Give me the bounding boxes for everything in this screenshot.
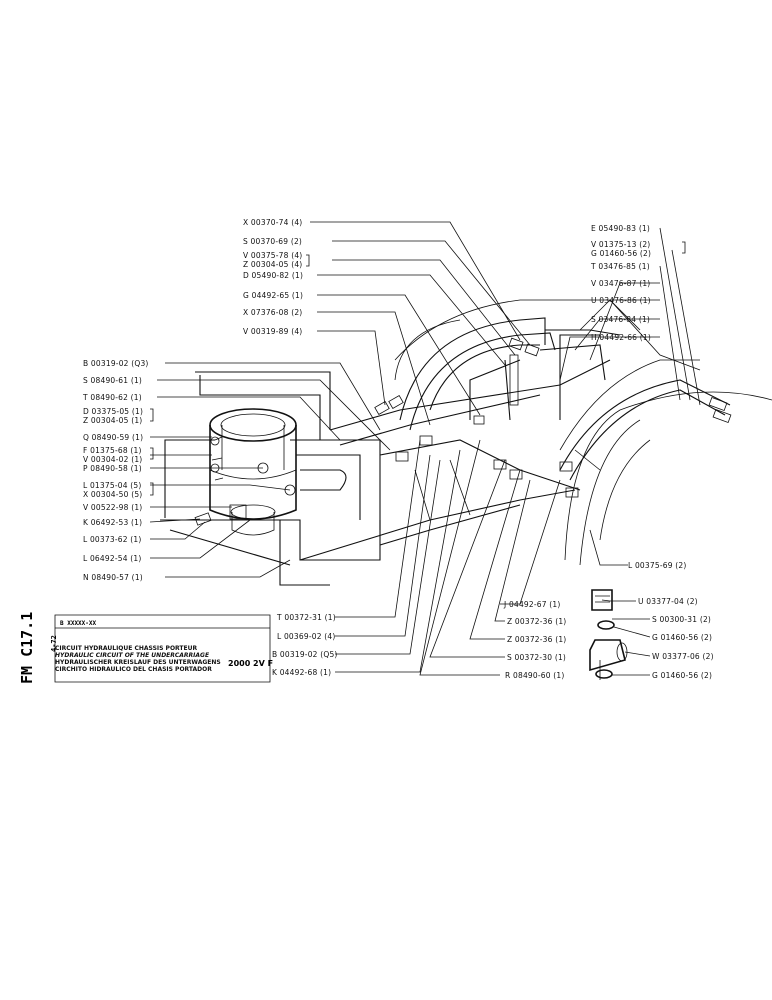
part-label: V 00375-78 (4) xyxy=(243,251,303,260)
part-label: B 00319-02 (Q5) xyxy=(272,650,338,659)
part-label: Z 00304-05 (4) xyxy=(243,260,303,269)
part-label: S 08490-61 (1) xyxy=(83,376,143,385)
sheet-code-text: FM C17.1 xyxy=(18,611,36,684)
exploded-parts xyxy=(589,589,628,680)
part-label: Z 00372-36 (1) xyxy=(507,635,567,644)
main-pipe-run xyxy=(299,317,731,561)
part-label: S 00370-69 (2) xyxy=(243,237,303,246)
leader-lines xyxy=(149,221,701,676)
title-fr: CIRCUIT HYDRAULIQUE CHASSIS PORTEUR xyxy=(55,645,198,652)
part-label: G 01460-56 (2) xyxy=(652,633,713,642)
model-number: 2000 2V F xyxy=(228,659,274,668)
part-label: H 04492-66 (1) xyxy=(591,333,651,342)
part-label: L 06492-54 (1) xyxy=(83,554,142,563)
part-label: B 00319-02 (Q3) xyxy=(83,359,149,368)
part-label: U 03377-04 (2) xyxy=(638,597,698,606)
part-label: W 03377-06 (2) xyxy=(652,652,714,661)
label-brackets xyxy=(150,241,686,496)
hydraulic-tank xyxy=(209,408,297,536)
part-label: E 05490-83 (1) xyxy=(591,224,651,233)
part-label: F 01375-68 (1) xyxy=(83,446,142,455)
part-label: G 04492-65 (1) xyxy=(243,291,304,300)
part-label: L 00369-02 (4) xyxy=(277,632,336,641)
wheel xyxy=(564,391,772,566)
part-label: L 01375-04 (5) xyxy=(83,481,142,490)
part-label: L 00373-62 (1) xyxy=(83,535,142,544)
part-label: X 00370-74 (4) xyxy=(243,218,303,227)
fittings xyxy=(194,337,732,526)
part-label: T 00372-31 (1) xyxy=(277,613,336,622)
part-label: S 00372-30 (1) xyxy=(507,653,567,662)
title-block: CIRCUIT HYDRAULIQUE CHASSIS PORTEUR HYDR… xyxy=(55,645,270,695)
part-label: R 08490-60 (1) xyxy=(505,671,565,680)
part-label: L 00375-69 (2) xyxy=(628,561,687,570)
title-de: HYDRAULISCHER KREISLAUF DES UNTERWAGENS xyxy=(55,659,221,666)
part-label: G 01460-56 (2) xyxy=(652,671,713,680)
part-label: T 03476-85 (1) xyxy=(591,262,650,271)
title-code: B XXXXX-XX xyxy=(60,620,97,627)
part-label: K 06492-53 (1) xyxy=(83,518,143,527)
title-en: HYDRAULIC CIRCUIT OF THE UNDERCARRIAGE xyxy=(55,652,210,659)
part-label: S 00300-31 (2) xyxy=(652,615,712,624)
part-label: N 08490-57 (1) xyxy=(83,573,143,582)
part-label: V 00304-02 (1) xyxy=(83,455,143,464)
title-es: CIRCHITO HIDRAULICO DEL CHASIS PORTADOR xyxy=(55,666,212,673)
part-label: J 04492-67 (1) xyxy=(504,600,561,609)
frame-base xyxy=(160,371,381,586)
part-label: T 08490-62 (1) xyxy=(83,393,142,402)
sheet-code: FM C17.1 4-72 xyxy=(18,606,58,684)
title-block-frame xyxy=(54,614,271,683)
part-label: D 05490-82 (1) xyxy=(243,271,304,280)
part-label: Q 08490-59 (1) xyxy=(83,433,144,442)
part-label: D 03375-05 (1) xyxy=(83,407,144,416)
part-label: P 08490-58 (1) xyxy=(83,464,142,473)
part-label: G 01460-56 (2) xyxy=(591,249,652,258)
part-label: K 04492-68 (1) xyxy=(272,668,332,677)
part-label: V 03476-87 (1) xyxy=(591,279,651,288)
part-label: X 00304-50 (5) xyxy=(83,490,143,499)
part-label: V 00522-98 (1) xyxy=(83,503,143,512)
part-label: Z 00372-36 (1) xyxy=(507,617,567,626)
part-label: X 07376-08 (2) xyxy=(243,308,303,317)
part-label: S 03476-84 (1) xyxy=(591,315,651,324)
part-label: Z 00304-05 (1) xyxy=(83,416,143,425)
chassis-frame xyxy=(394,299,701,521)
part-label: U 03476-86 (1) xyxy=(591,296,651,305)
part-label: V 01375-13 (2) xyxy=(591,240,651,249)
part-label: V 00319-89 (4) xyxy=(243,327,303,336)
